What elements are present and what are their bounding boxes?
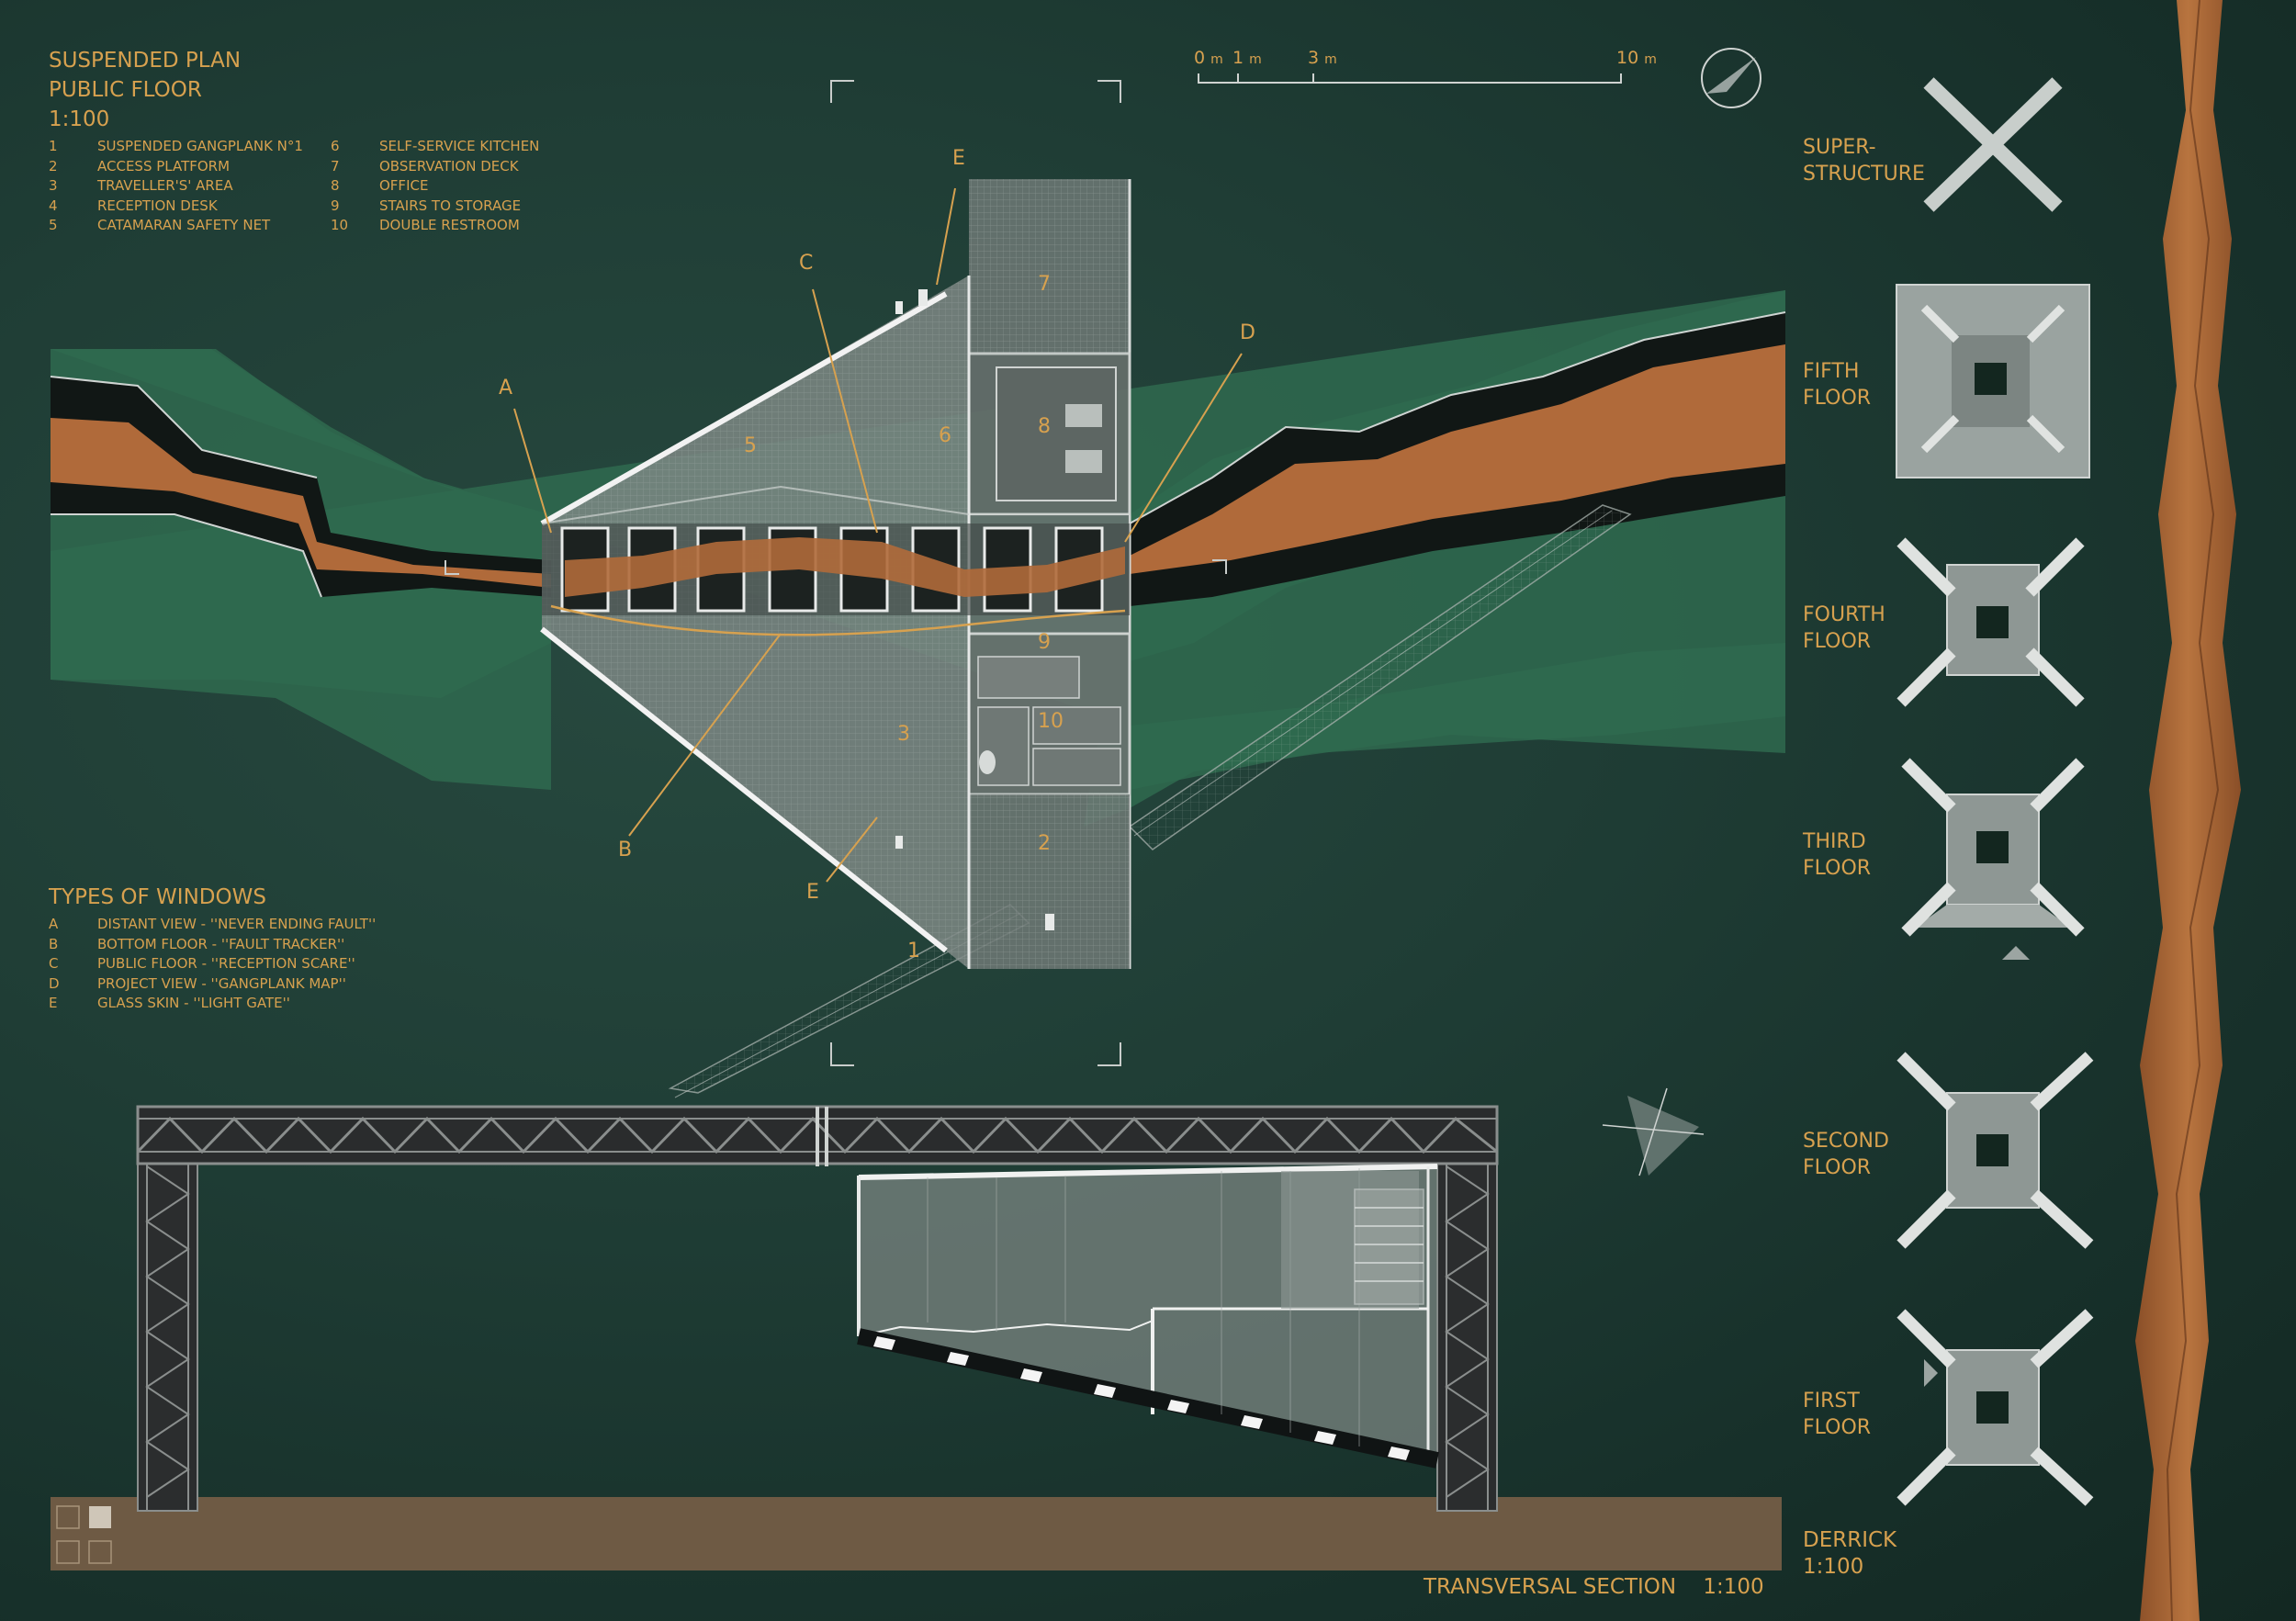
public-floor-mesh: [542, 276, 969, 969]
terrain-orange-right: [1130, 344, 1785, 574]
window-letter: E: [806, 881, 819, 904]
ground-strip: [51, 1497, 1782, 1570]
window-strip: [542, 523, 1130, 615]
room-number: 3: [897, 723, 910, 746]
room-number: 1: [907, 940, 920, 962]
room-number: 10: [1038, 710, 1064, 733]
room-number: 5: [744, 434, 757, 457]
crop-marks: [445, 80, 1227, 1066]
terrain-edge-line-low: [51, 513, 322, 598]
glass-edge-bottom: [540, 626, 948, 953]
scale-bar: [1198, 73, 1622, 84]
window-letter: B: [618, 839, 633, 861]
floor-diagrams: [1896, 77, 2094, 1506]
window-letter: D: [1240, 321, 1255, 344]
plan-building: [445, 80, 1227, 1066]
truss-diagonals: [136, 1116, 1498, 1154]
ground-markers: [56, 1505, 112, 1564]
plan-scale: 1:100: [49, 107, 110, 131]
plan-title-line: PUBLIC FLOOR: [49, 78, 202, 102]
room-number: 8: [1038, 415, 1051, 438]
floor-second: [1896, 1052, 2094, 1249]
plan-title-line: SUSPENDED PLAN: [49, 49, 242, 73]
transversal-section: [51, 1105, 1782, 1570]
window-letter: C: [799, 252, 814, 275]
floor-super-structure: [1923, 77, 2063, 212]
plan-title: SUSPENDED PLAN PUBLIC FLOOR 1:100: [49, 46, 241, 134]
north-arrow: [1602, 48, 1761, 1176]
leader-lines: [513, 187, 1243, 883]
room-number: 7: [1038, 273, 1051, 296]
room-number: 2: [1038, 832, 1051, 855]
terrain-edge-line: [50, 376, 318, 478]
window-letter: A: [499, 377, 513, 400]
floor-third: [1901, 758, 2085, 960]
terrain-edge-line-right: [1129, 311, 1786, 524]
floor-label: SUPER-STRUCTURE: [1803, 136, 1925, 186]
section-title: TRANSVERSAL SECTION 1:100: [1424, 1575, 1764, 1599]
terrain-dark-left: [51, 377, 551, 597]
bark-strip: [2135, 0, 2241, 1621]
reception-curve: [550, 604, 1126, 636]
floor-fourth: [1896, 537, 2085, 707]
gangplank: [668, 504, 1632, 1098]
terrain-orange-left: [51, 418, 551, 588]
room-number: 6: [939, 424, 951, 447]
terrain-green-right-low: [1130, 643, 1785, 790]
gangplank-rail-2: [1133, 510, 1613, 837]
gangplank-deck-upper: [1128, 504, 1632, 850]
scale-tick-label: 3 m: [1308, 48, 1337, 68]
window-letter: E: [952, 147, 965, 170]
floor-fifth: [1896, 284, 2090, 478]
glass-edge-top: [540, 291, 948, 526]
capsule-windows: [873, 1336, 1410, 1460]
floor-first: [1896, 1309, 2094, 1506]
room-number: 9: [1038, 631, 1051, 654]
windows-title: TYPES OF WINDOWS: [49, 885, 266, 909]
scale-tick-label: 1 m: [1232, 48, 1262, 68]
scale-tick-label: 0 m: [1194, 48, 1223, 68]
scale-tick-label: 10 m: [1616, 48, 1657, 68]
